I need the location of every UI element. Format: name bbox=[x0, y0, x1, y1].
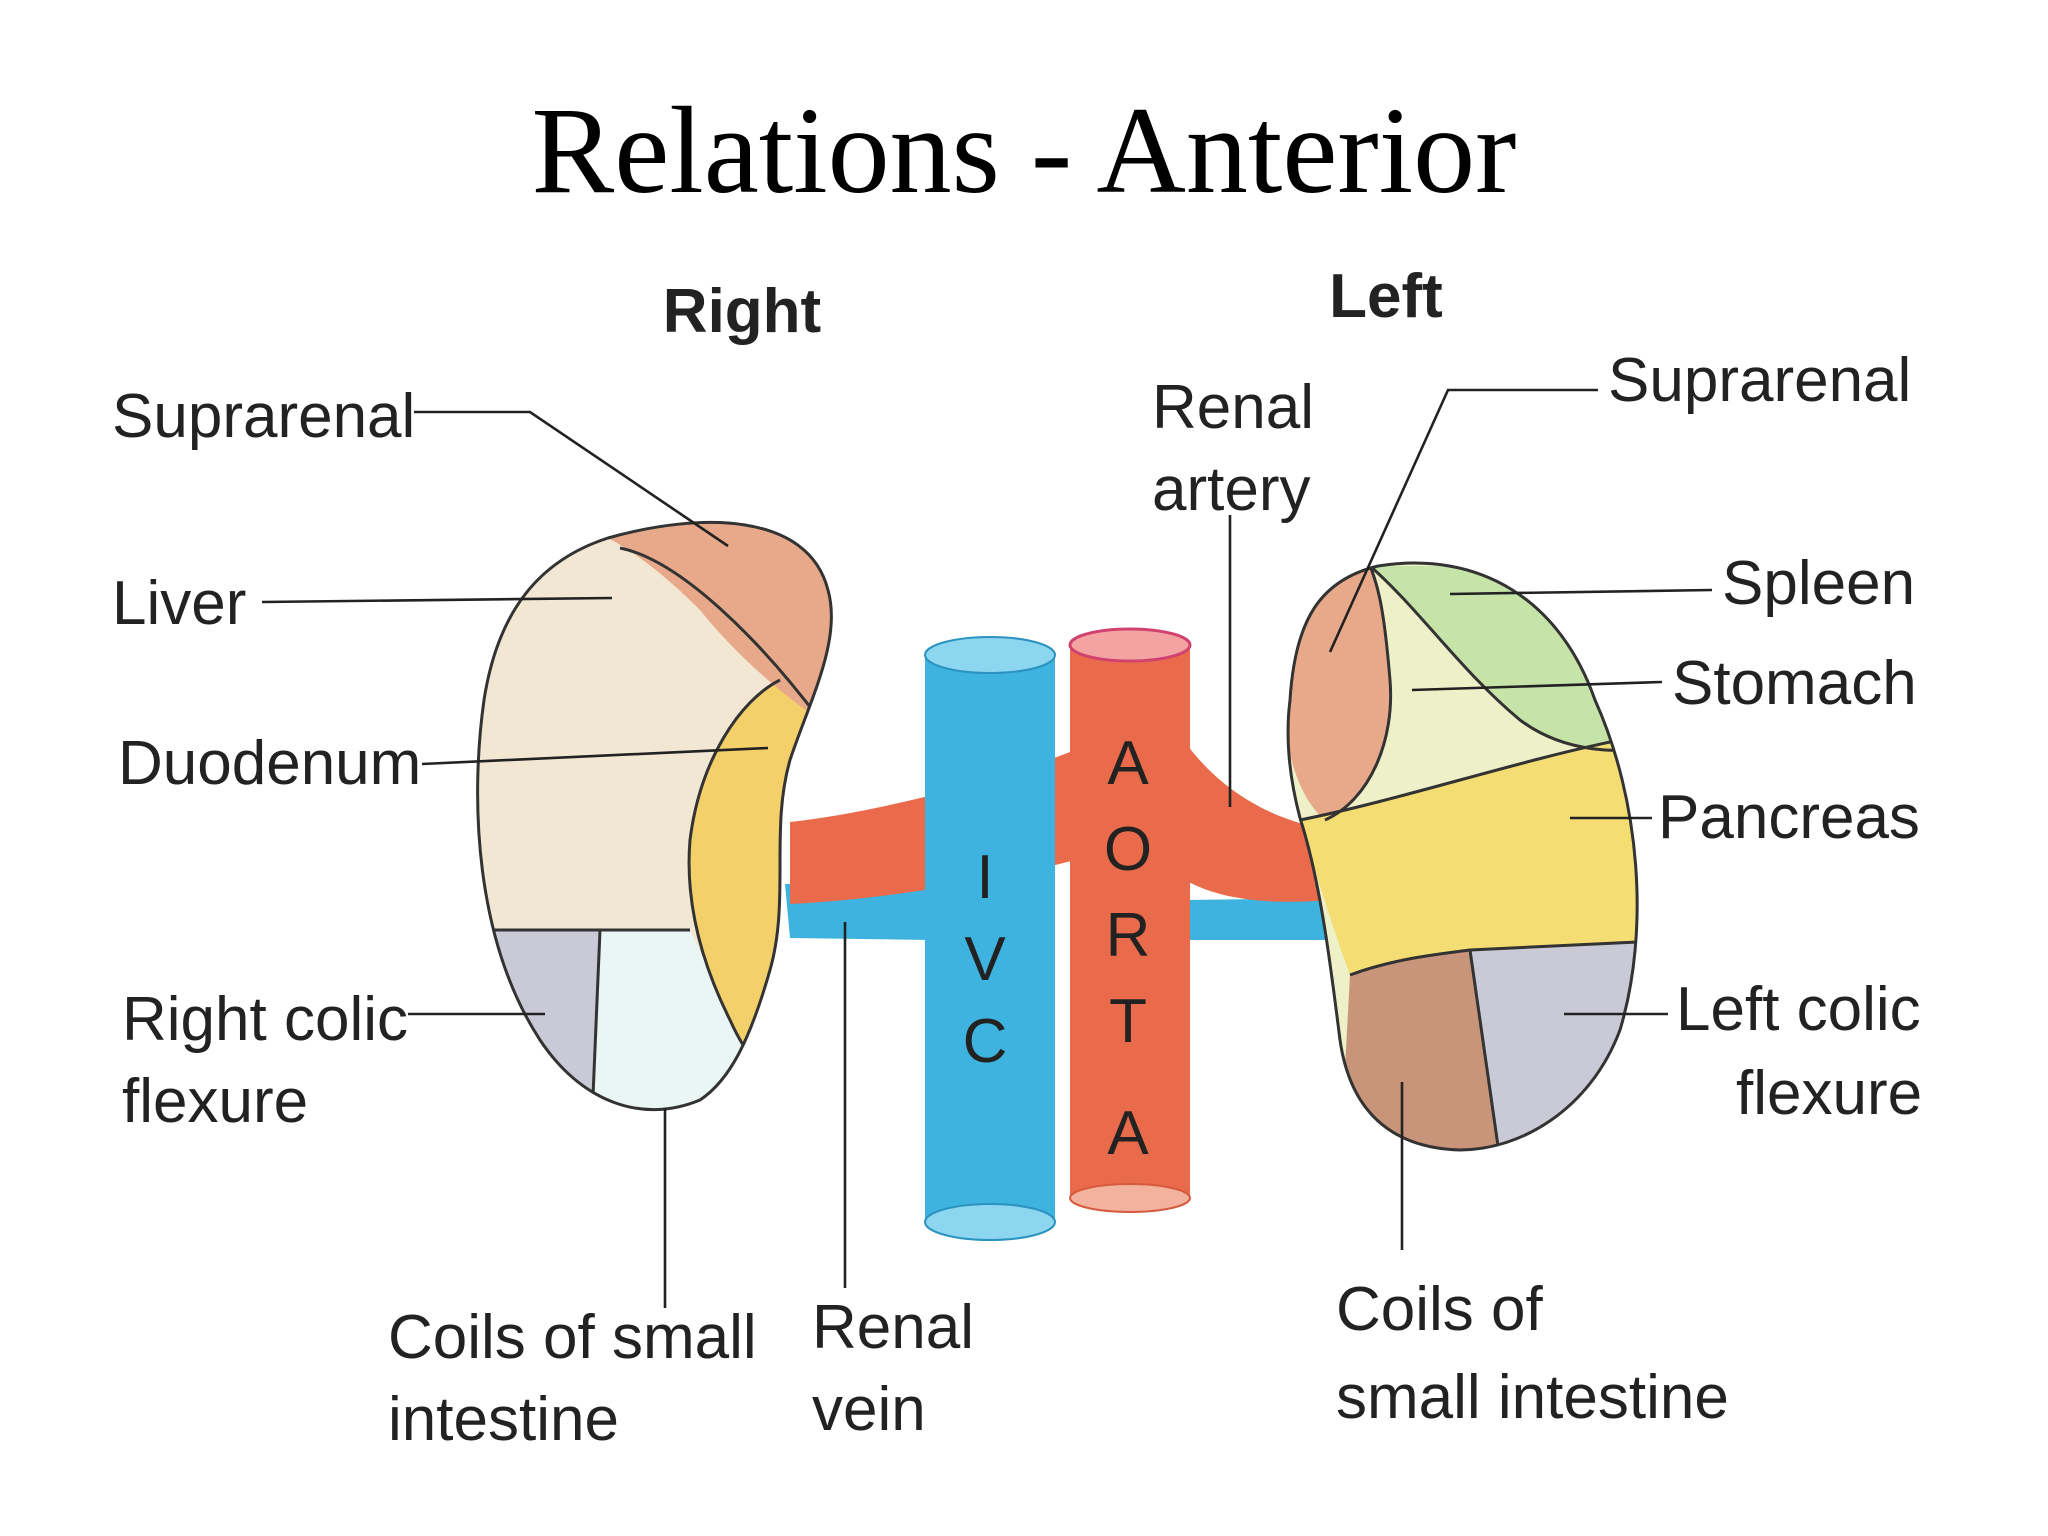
aorta-letter-4: T bbox=[1109, 987, 1147, 1056]
duodenum-label: Duodenum bbox=[118, 729, 421, 798]
left-colic-flexure-label-line2: flexure bbox=[1736, 1059, 1922, 1128]
left-suprarenal-area bbox=[1288, 566, 1391, 820]
right-colic-flexure-area bbox=[477, 930, 600, 1110]
right-suprarenal-label: Suprarenal bbox=[112, 382, 415, 451]
liver-label: Liver bbox=[112, 569, 246, 638]
left-renal-vein bbox=[1185, 898, 1330, 940]
right-side-heading: Right bbox=[663, 277, 821, 346]
renal-vein-label-line1: Renal bbox=[812, 1293, 974, 1362]
left-suprarenal-label: Suprarenal bbox=[1608, 346, 1911, 415]
right-kidney bbox=[476, 520, 833, 1112]
ivc-letter-3: C bbox=[963, 1007, 1008, 1076]
stomach-label: Stomach bbox=[1672, 649, 1917, 718]
pancreas-label: Pancreas bbox=[1658, 783, 1920, 852]
right-small-intestine-label-line1: Coils of small bbox=[388, 1303, 757, 1372]
aorta-letter-3: R bbox=[1106, 901, 1151, 970]
ivc-letter-2: V bbox=[964, 925, 1006, 994]
right-small-intestine-label-line2: intestine bbox=[388, 1385, 619, 1454]
left-colic-flexure-label-line1: Left colic bbox=[1676, 975, 1921, 1044]
aorta-letter-1: A bbox=[1107, 729, 1149, 798]
renal-vein-label-line2: vein bbox=[812, 1375, 926, 1444]
spleen-label: Spleen bbox=[1722, 549, 1915, 618]
left-small-intestine-label-line1: Coils of bbox=[1336, 1275, 1544, 1344]
left-colic-flexure-area bbox=[1470, 940, 1638, 1150]
right-colic-flexure-label-line1: Right colic bbox=[122, 985, 408, 1054]
aorta bbox=[1068, 627, 1330, 1213]
renal-artery-label-line2: artery bbox=[1152, 455, 1310, 524]
right-colic-flexure-label-line2: flexure bbox=[122, 1067, 308, 1136]
inferior-vena-cava bbox=[924, 636, 1056, 1241]
left-kidney bbox=[1286, 561, 1639, 1152]
leader-lines bbox=[261, 388, 1713, 1308]
renal-artery-label-line1: Renal bbox=[1152, 373, 1314, 442]
right-small-intestine-area bbox=[592, 930, 760, 1110]
aorta-letter-5: A bbox=[1107, 1099, 1149, 1168]
aorta-letter-2: O bbox=[1104, 815, 1152, 884]
left-side-heading: Left bbox=[1329, 262, 1443, 331]
page-title: Relations - Anterior bbox=[532, 82, 1517, 219]
left-small-intestine-area bbox=[1340, 950, 1500, 1150]
left-small-intestine-label-line2: small intestine bbox=[1336, 1363, 1729, 1432]
ivc-letter-1: I bbox=[976, 843, 993, 912]
